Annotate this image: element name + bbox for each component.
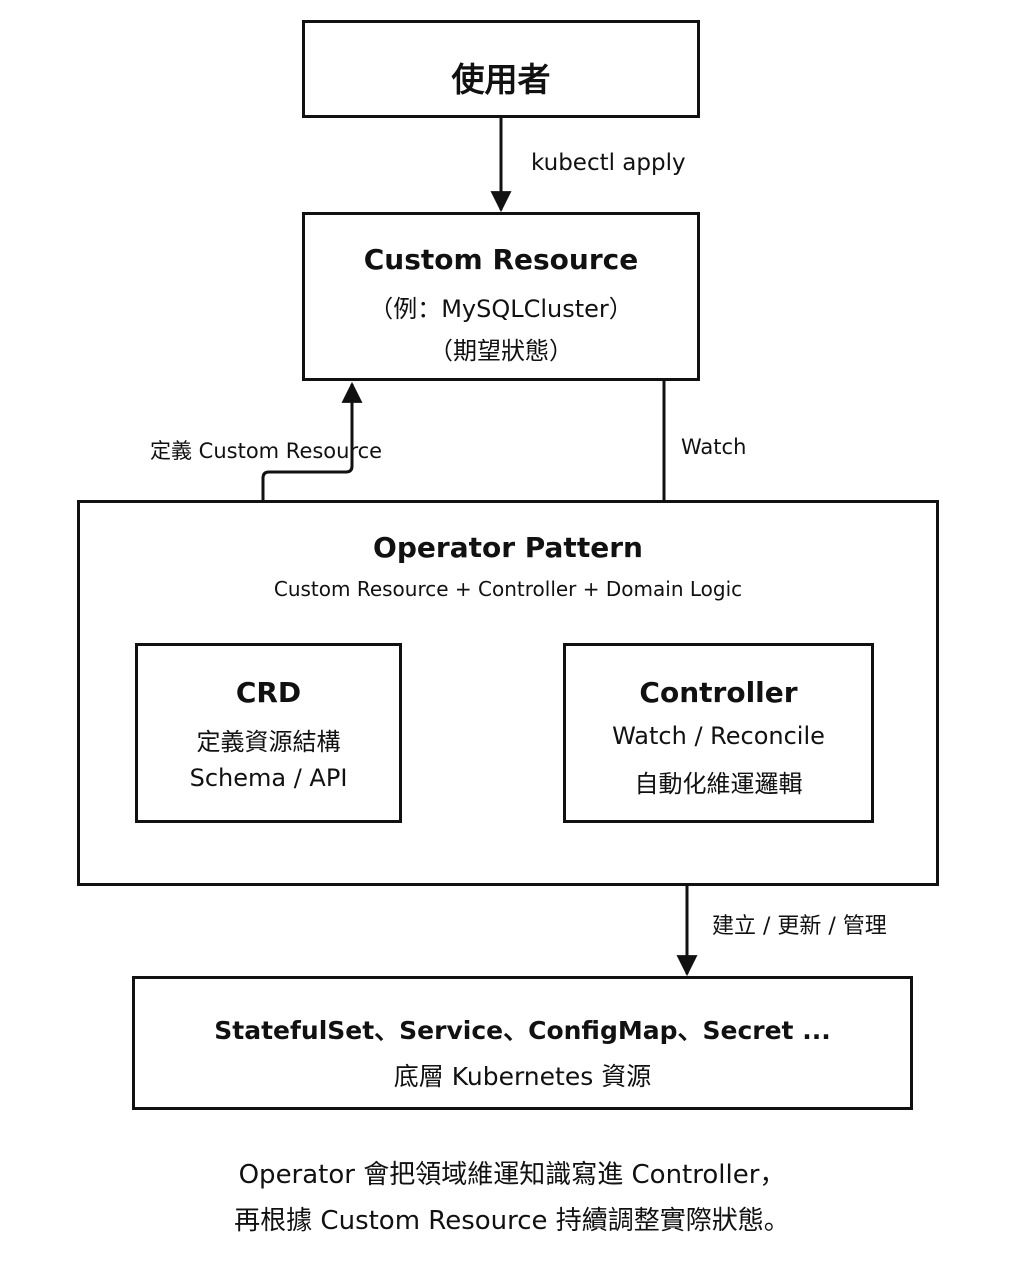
user-box: 使用者: [302, 20, 700, 118]
caption-line-1: Operator 會把領域維運知識寫進 Controller，: [238, 1160, 786, 1190]
edge-watch-label: Watch: [681, 435, 747, 459]
edge-define-label: 定義 Custom Resource: [150, 439, 383, 463]
crd-title: CRD: [235, 676, 302, 709]
user-box-title: 使用者: [451, 60, 551, 99]
operator-pattern-title: Operator Pattern: [373, 531, 643, 564]
custom-resource-title: Custom Resource: [363, 243, 639, 276]
operator-pattern-subtitle: Custom Resource + Controller + Domain Lo…: [273, 577, 743, 601]
custom-resource-box: Custom Resource （例：MySQLCluster） （期望狀態）: [302, 212, 700, 381]
custom-resource-desired-state: （期望狀態）: [429, 337, 573, 365]
controller-title: Controller: [639, 676, 798, 709]
controller-automation-logic: 自動化維運邏輯: [634, 770, 803, 798]
caption-line-2: 再根據 Custom Resource 持續調整實際狀態。: [234, 1206, 790, 1236]
crd-define-structure: 定義資源結構: [196, 728, 341, 756]
kubernetes-resources-desc: 底層 Kubernetes 資源: [393, 1062, 652, 1091]
edge-manage-label: 建立 / 更新 / 管理: [712, 914, 887, 939]
kubernetes-resources-box: StatefulSet、Service、ConfigMap、Secret ...…: [132, 976, 913, 1110]
crd-box: CRD 定義資源結構 Schema / API: [135, 643, 402, 823]
arrow-define: [261, 381, 363, 643]
controller-box: Controller Watch / Reconcile 自動化維運邏輯: [563, 643, 874, 823]
custom-resource-example: （例：MySQLCluster）: [369, 295, 633, 323]
controller-watch-reconcile: Watch / Reconcile: [612, 722, 825, 750]
crd-schema-api: Schema / API: [189, 764, 348, 792]
edge-apply-label: kubectl apply: [531, 150, 686, 176]
kubernetes-resources-list: StatefulSet、Service、ConfigMap、Secret ...: [214, 1016, 831, 1045]
